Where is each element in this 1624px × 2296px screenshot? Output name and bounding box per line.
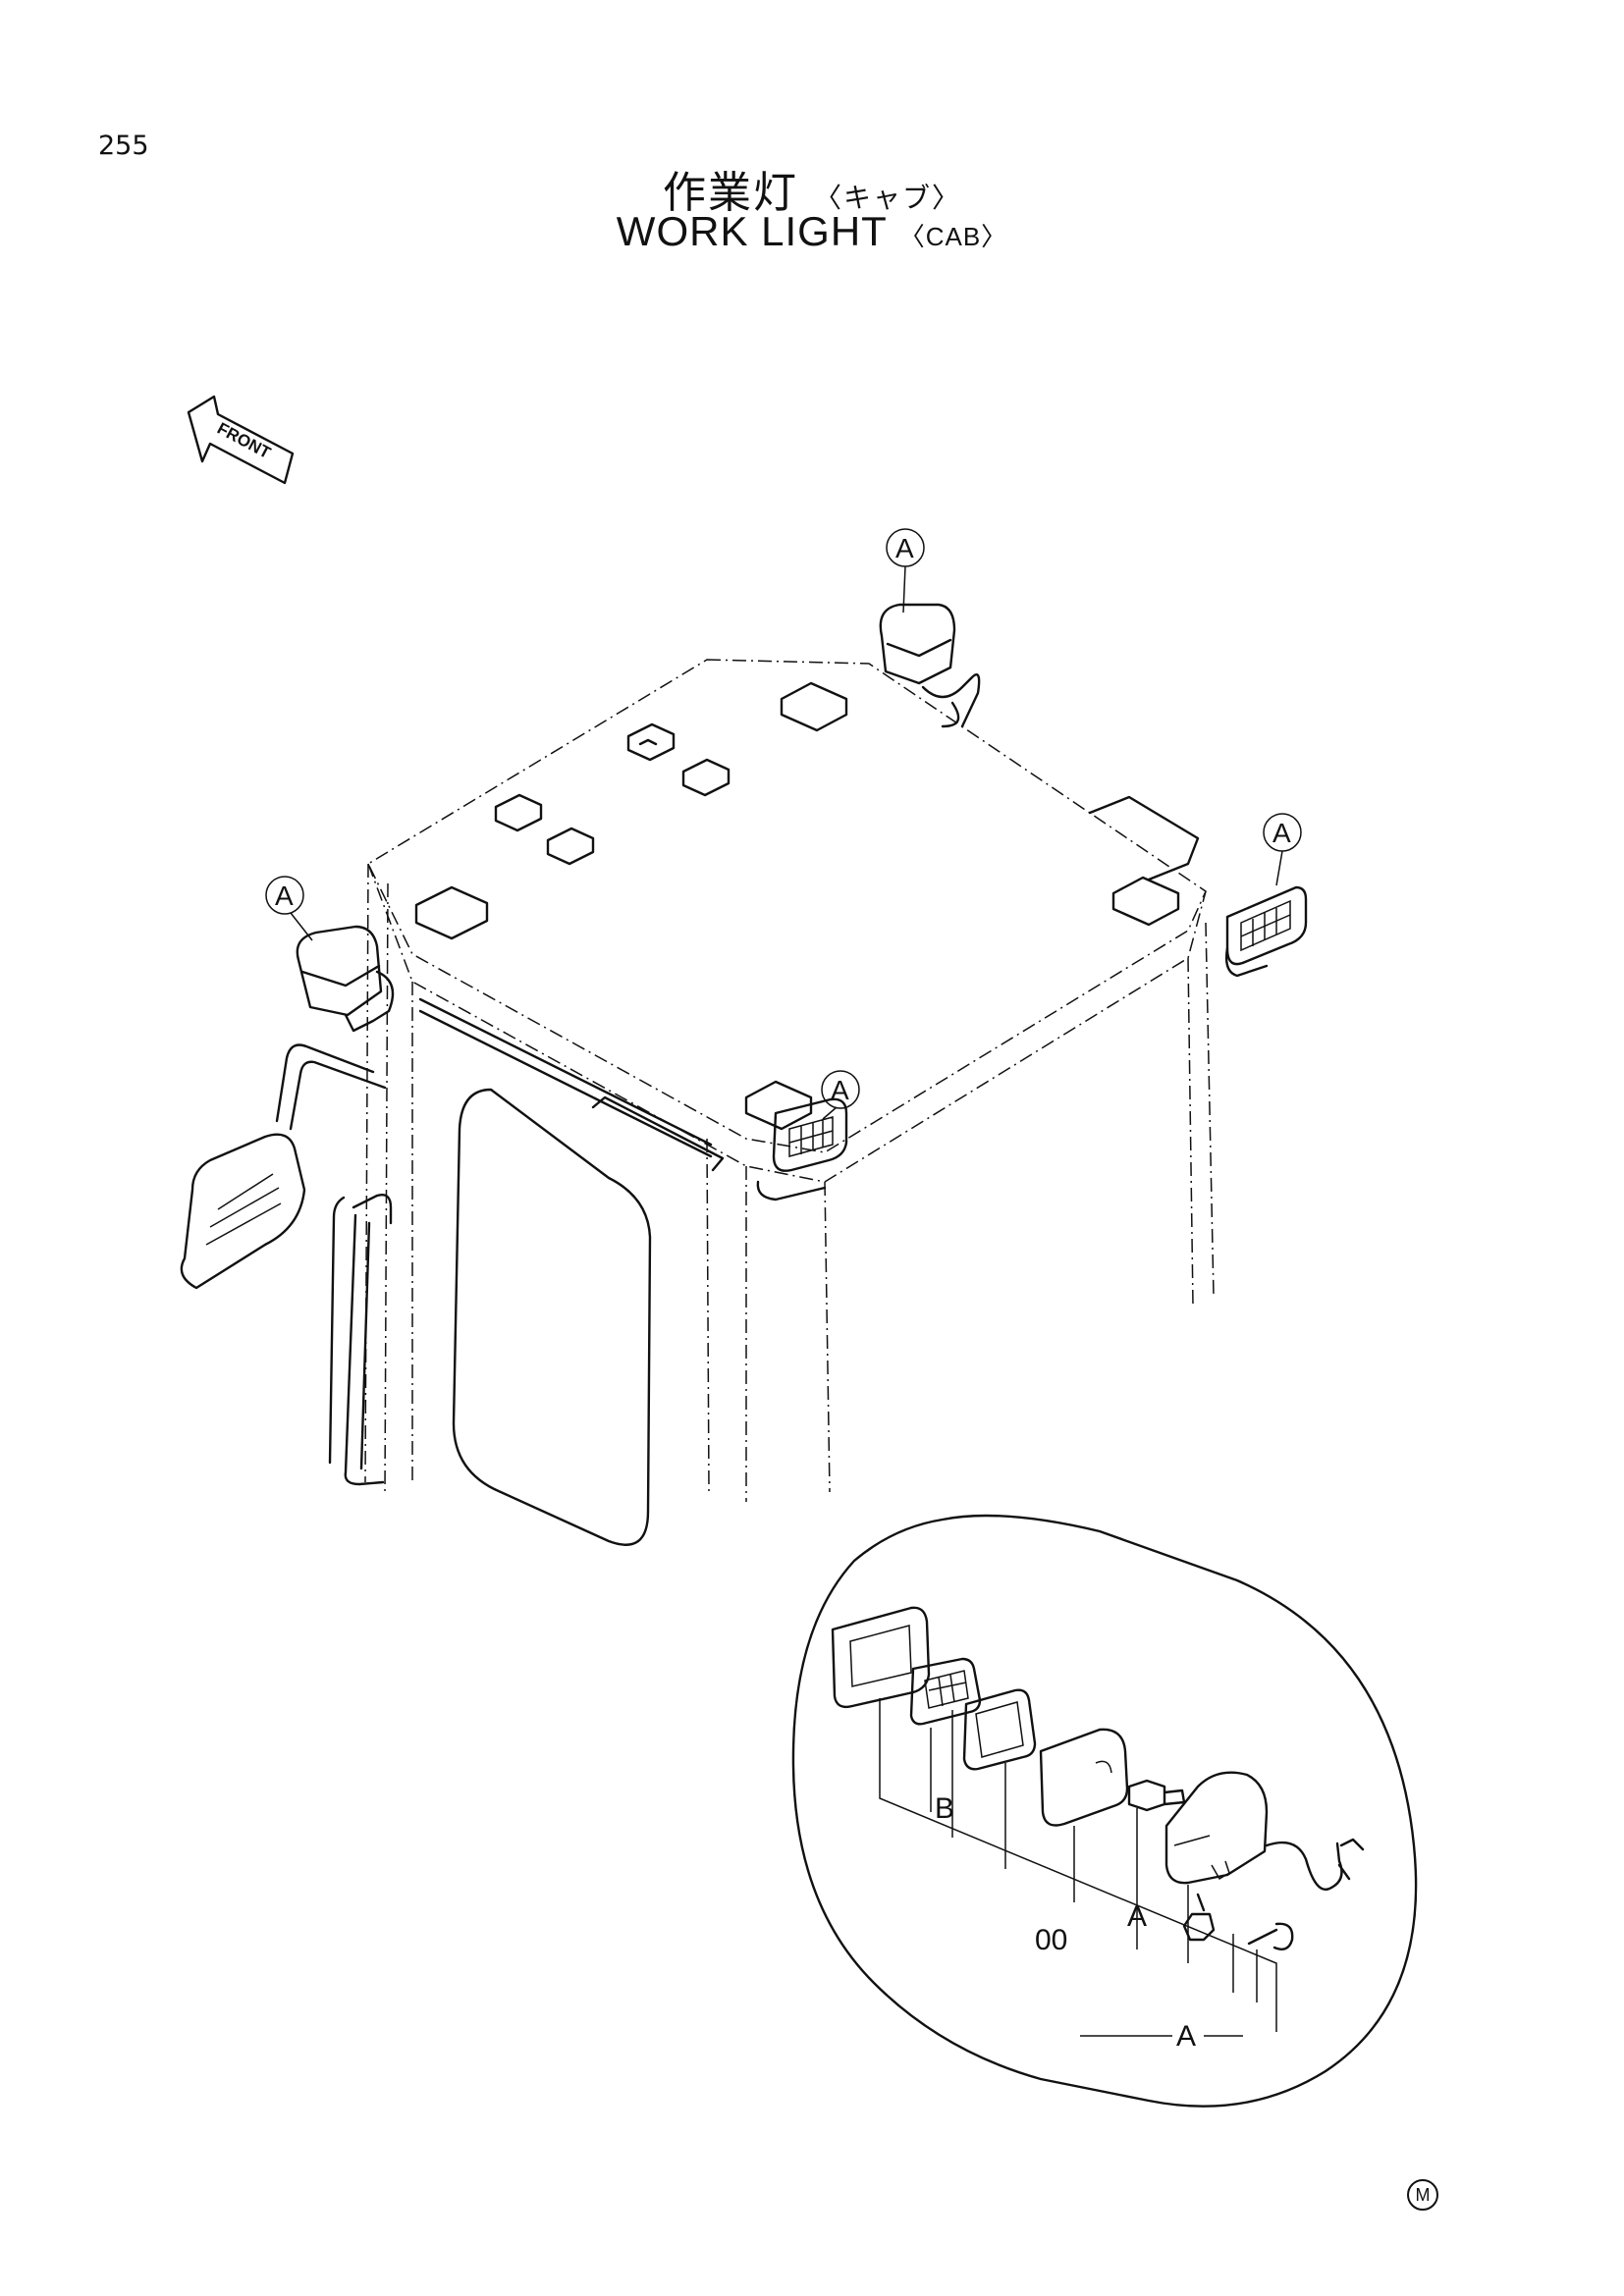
callout-label: A — [1272, 818, 1291, 848]
callout-front: A — [821, 1070, 860, 1120]
work-lamp-front — [756, 1097, 848, 1201]
cab-roof — [367, 659, 1207, 1183]
lamp-detail: B 00 A A — [791, 1514, 1418, 2108]
lamp-housing — [1164, 1771, 1365, 1892]
work-lamp-left — [296, 925, 395, 1033]
lamp-bulb — [1127, 1779, 1186, 1812]
corner-mark: M — [1407, 2179, 1438, 2211]
lamp-bolt — [1182, 1893, 1294, 1950]
work-lamp-right — [1224, 885, 1308, 978]
callout-label: A — [895, 533, 914, 563]
title-jp-sub: 〈キャブ〉 — [813, 182, 961, 214]
title-en-main: WORK LIGHT — [616, 208, 888, 254]
label-00: 00 — [1035, 1924, 1067, 1956]
page-number: 255 — [98, 131, 149, 161]
callout-label: A — [275, 881, 294, 911]
cab-body — [364, 863, 1215, 1546]
handrail-and-mirror — [180, 1043, 393, 1486]
roof-brackets — [414, 681, 1200, 1131]
title-jp-main: 作業灯 — [662, 168, 798, 218]
title-japanese: 作業灯 〈キャブ〉 — [0, 157, 1624, 220]
callout-left: A — [265, 876, 313, 941]
lamp-lens — [909, 1657, 982, 1726]
lamp-reflector — [1039, 1728, 1129, 1827]
label-a-inner: A — [1127, 1900, 1147, 1933]
lamp-frame — [831, 1606, 931, 1709]
title-en-sub: 〈CAB〉 — [898, 222, 1008, 251]
callouts: A A A A — [265, 528, 1302, 1120]
work-lamps — [296, 603, 1308, 1201]
callout-right: A — [1263, 813, 1302, 886]
label-b: B — [935, 1792, 954, 1825]
callout-top: A — [886, 528, 925, 614]
label-a-bottom: A — [1176, 2020, 1196, 2053]
front-arrow-icon: FRONT — [187, 395, 295, 485]
callout-label: A — [831, 1075, 849, 1105]
title-english: WORK LIGHT 〈CAB〉 — [0, 208, 1624, 255]
front-label: FRONT — [214, 419, 274, 463]
work-lamp-top — [879, 603, 981, 728]
lamp-gasket — [962, 1688, 1037, 1771]
detail-leader-lines — [879, 1698, 1277, 2032]
